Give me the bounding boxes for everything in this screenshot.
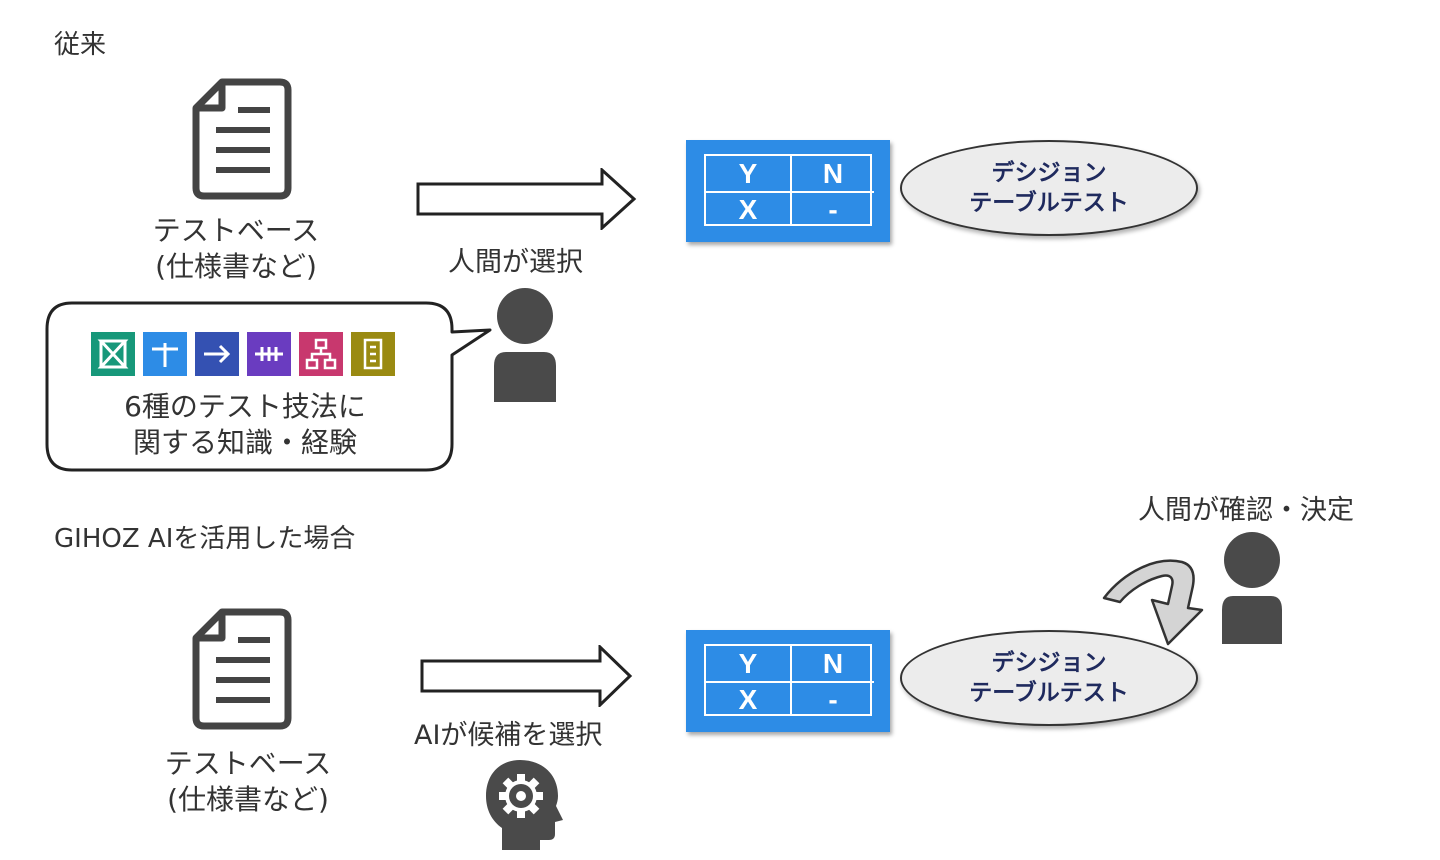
process-arrow [420,645,634,707]
person-icon [492,286,558,404]
hourglass-icon [91,332,135,376]
plus-cross-icon [143,332,187,376]
technique-ellipse: デシジョン テーブルテスト [900,630,1198,726]
test-base-line1: テストベース [152,214,320,247]
document-icon [192,608,292,730]
technique-name-line1: デシジョン [991,650,1107,676]
table-cell: Y [738,157,758,189]
bubble-line2: 関する知識・経験 [132,426,357,459]
test-base-caption: テストベース (仕様書など) [136,213,336,285]
technique-icons [91,332,395,376]
tree-icon [299,332,343,376]
table-cell: X [706,191,790,226]
test-base-line2: (仕様書など) [167,783,329,816]
document-icon [192,78,292,200]
technique-name-line2: テーブルテスト [969,680,1129,706]
test-base-line1: テストベース [164,747,332,780]
bubble-line1: 6種のテスト技法に [124,390,366,423]
technique-ellipse: デシジョン テーブルテスト [900,140,1198,236]
ai-select-label: AIが候補を選択 [414,720,603,751]
table-cell: Y [738,647,758,679]
arrow-right-icon [195,332,239,376]
table-cell: N [790,646,874,681]
curved-arrow-icon [1100,552,1210,648]
table-cell: N [790,156,874,191]
table-cell: X [706,681,790,716]
person-icon [1220,530,1284,646]
test-base-line2: (仕様書など) [155,250,317,283]
list-icon [351,332,395,376]
process-arrow [416,168,638,230]
decision-table: Y N X - [686,630,890,732]
bubble-text: 6種のテスト技法に 関する知識・経験 [90,389,400,461]
ai-head-gear-icon [484,758,564,852]
test-base-caption: テストベース (仕様書など) [148,746,348,818]
table-cell: - [790,191,874,226]
table-cell: - [790,681,874,716]
human-confirm-label: 人間が確認・決定 [1138,495,1354,526]
human-select-label: 人間が選択 [448,247,583,278]
dotted-line-icon [247,332,291,376]
section-label-ai: GIHOZ AIを活用した場合 [54,524,356,554]
section-label-conventional: 従来 [54,30,107,60]
decision-table: Y N X - [686,140,890,242]
technique-name-line2: テーブルテスト [969,190,1129,216]
technique-name-line1: デシジョン [991,160,1107,186]
